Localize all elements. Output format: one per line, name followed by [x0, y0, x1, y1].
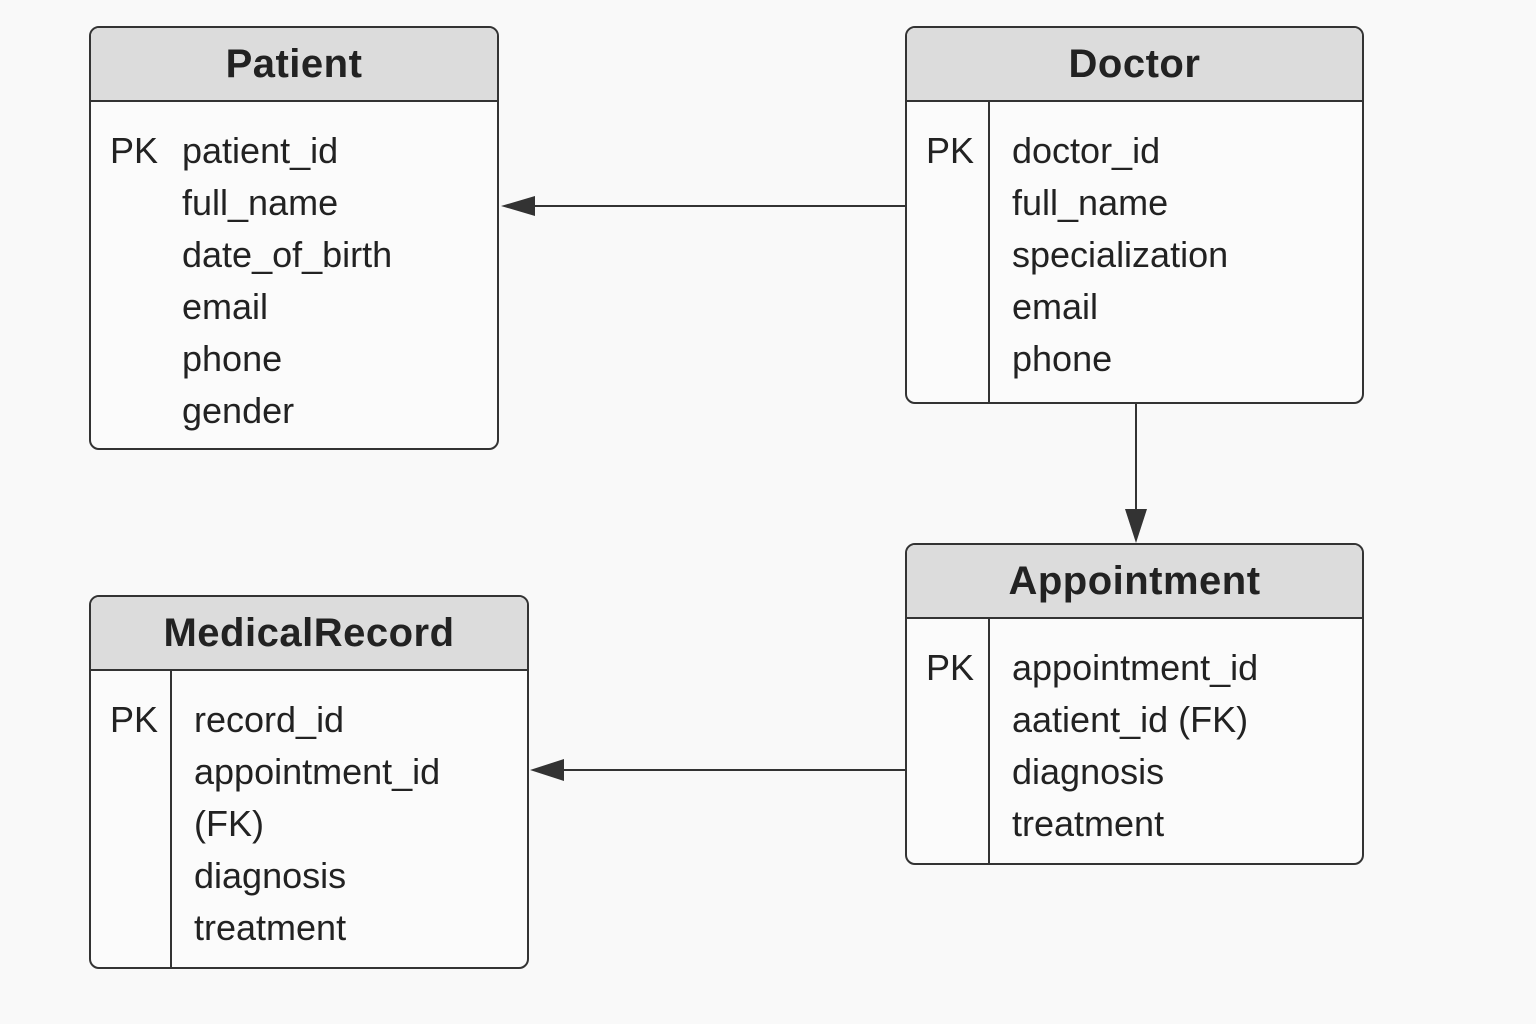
field-item: diagnosis [194, 855, 347, 896]
field-list: appointment_id aatient_id (FK) diagnosis… [990, 619, 1259, 863]
primary-key-label: PK [91, 671, 172, 967]
entity-body: PK record_id appointment_id (FK) diagnos… [91, 671, 527, 967]
field-item: full_name [1012, 182, 1169, 223]
entity-title: Patient [91, 28, 497, 102]
field-item: gender [182, 390, 295, 431]
field-item: doctor_id [1012, 130, 1161, 171]
field-item: treatment [194, 907, 347, 948]
entity-medical-record[interactable]: MedicalRecord PK record_id appointment_i… [89, 595, 529, 969]
field-item: date_of_birth [182, 234, 393, 275]
field-list: record_id appointment_id (FK) diagnosis … [172, 671, 441, 967]
field-list: patient_id full_name date_of_birth email… [182, 102, 392, 437]
field-list: doctor_id full_name specialization email… [990, 102, 1229, 402]
entity-appointment[interactable]: Appointment PK appointment_id aatient_id… [905, 543, 1364, 865]
field-item: phone [1012, 338, 1113, 379]
field-item: phone [182, 338, 283, 379]
field-item: (FK) [194, 803, 264, 844]
entity-body: PK patient_id full_name date_of_birth em… [91, 102, 497, 437]
entity-title: Doctor [907, 28, 1362, 102]
primary-key-label: PK [907, 619, 990, 863]
primary-key-label: PK [110, 130, 159, 171]
connector-appointment-to-medicalrecord [530, 759, 905, 781]
arrowhead-icon [1125, 509, 1147, 543]
entity-title: MedicalRecord [91, 597, 527, 671]
arrowhead-icon [501, 196, 535, 216]
entity-body: PK doctor_id full_name specialization em… [907, 102, 1362, 402]
primary-key-label: PK [907, 102, 990, 402]
connector-doctor-to-patient [501, 196, 905, 216]
field-item: full_name [182, 182, 339, 223]
field-item: email [1012, 286, 1099, 327]
entity-patient[interactable]: Patient PK patient_id full_name date_of_… [89, 26, 499, 450]
entity-body: PK appointment_id aatient_id (FK) diagno… [907, 619, 1362, 863]
field-item: appointment_id [194, 751, 441, 792]
field-item: record_id [194, 699, 345, 740]
field-item: diagnosis [1012, 751, 1165, 792]
entity-title: Appointment [907, 545, 1362, 619]
entity-doctor[interactable]: Doctor PK doctor_id full_name specializa… [905, 26, 1364, 404]
field-item: specialization [1012, 234, 1229, 275]
arrowhead-icon [530, 759, 564, 781]
field-item: aatient_id (FK) [1012, 699, 1249, 740]
field-item: appointment_id [1012, 647, 1259, 688]
field-item: treatment [1012, 803, 1165, 844]
field-item: patient_id [182, 130, 339, 171]
connector-doctor-to-appointment [1125, 404, 1147, 543]
field-item: email [182, 286, 269, 327]
